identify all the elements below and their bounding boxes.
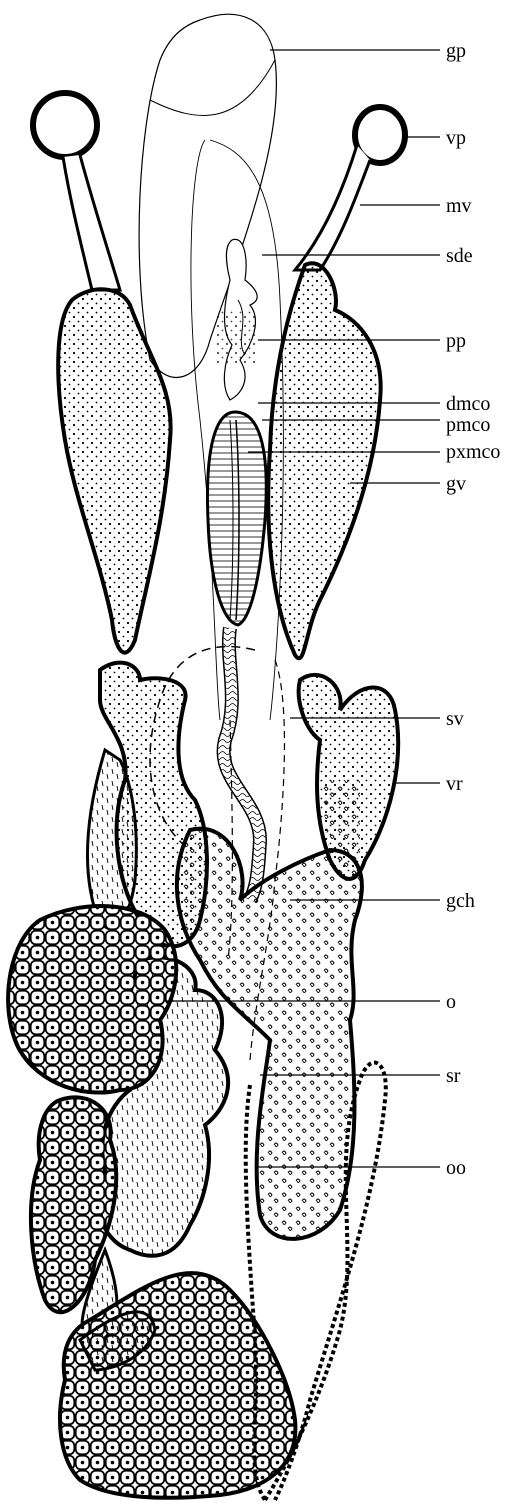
penial-papilla-dots [215,310,255,365]
left-vesicle-stalk [63,155,120,290]
left-prostate-vesicle [33,93,97,157]
label-gp: gp [446,40,466,62]
label-vr: vr [446,773,463,795]
label-sr: sr [446,1065,461,1087]
right-glandular-vesicle [268,263,380,658]
label-vp: vp [446,127,466,149]
label-dmco: dmco [446,393,490,415]
label-sde: sde [446,245,473,267]
right-vesicle-stalk [295,145,370,270]
labels: gp vp mv sde pp dmco pmco pxmco gv sv vr… [446,40,500,1179]
label-pxmco: pxmco [446,441,500,463]
label-gch: gch [446,890,475,912]
label-mv: mv [446,195,472,217]
label-pmco: pmco [446,414,490,436]
label-sv: sv [446,708,464,730]
label-o: o [446,991,456,1013]
label-oo: oo [446,1157,466,1179]
label-gv: gv [446,473,466,495]
label-pp: pp [446,330,466,352]
ovotestis-upper [8,906,176,1092]
